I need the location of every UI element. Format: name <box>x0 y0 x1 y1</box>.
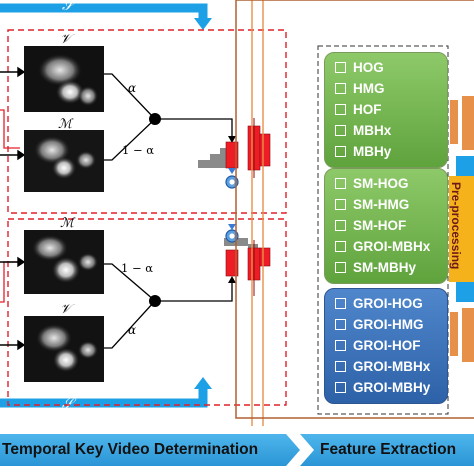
feature-sm-hog: SM-HOG <box>335 173 409 193</box>
checkbox-icon <box>335 145 346 157</box>
upper-one-minus-alpha-label: 1 − α <box>122 143 154 157</box>
side-orange-arrow-bottom <box>450 312 458 356</box>
side-orange-arrow-top <box>450 100 458 144</box>
checkbox-icon <box>335 360 346 372</box>
lower-left-red-line <box>0 261 20 303</box>
upper-sum-node <box>149 113 161 125</box>
top-s-arrow: 𝒮 <box>0 0 212 30</box>
thumb-v-top <box>24 46 104 112</box>
feature-sm-mbhy: SM-MBHy <box>335 257 416 277</box>
feature-bottom-banner <box>300 434 474 466</box>
checkbox-icon <box>335 177 346 189</box>
temporal-section-label: Temporal Key Video Determination <box>2 441 259 458</box>
lower-alpha-label: α <box>128 323 136 337</box>
checkbox-icon <box>335 240 346 252</box>
feature-hog: HOG <box>335 57 384 77</box>
upper-histogram <box>198 118 271 178</box>
m-bottom-symbol: ℳ <box>60 216 76 231</box>
lower-histogram <box>224 238 271 296</box>
feature-groi-hog: GROI-HOG <box>335 293 423 313</box>
lower-sum-node <box>149 295 161 307</box>
side-cyan-bottom <box>456 282 474 302</box>
upper-combination-lines <box>104 73 233 161</box>
checkbox-icon <box>335 61 346 73</box>
checkbox-icon <box>335 297 346 309</box>
lower-combination-lines <box>104 263 233 349</box>
feature-hof: HOF <box>335 99 382 119</box>
upper-dashed-box <box>7 29 287 214</box>
feature-groi-hmg: GROI-HMG <box>335 314 424 334</box>
preprocessing-label: Pre-processing <box>449 182 463 270</box>
basic-features-panel: HOG HMG HOF MBHx MBHy <box>324 52 448 168</box>
side-preprocessing-bar <box>449 176 474 282</box>
feature-groi-hof: GROI-HOF <box>335 335 421 355</box>
checkbox-icon <box>335 318 346 330</box>
temporal-bottom-banner <box>0 434 300 466</box>
checkbox-icon <box>335 103 346 115</box>
feature-mbhx: MBHx <box>335 120 391 140</box>
feature-groi-mbhy: GROI-MBHy <box>335 377 430 397</box>
lower-dashed-box <box>7 218 287 406</box>
sm-features-panel: SM-HOG SM-HMG SM-HOF GROI-MBHx SM-MBHy <box>324 168 448 284</box>
feature-sm-hof: SM-HOF <box>335 215 406 235</box>
feature-section-label: Feature Extraction <box>320 441 457 458</box>
preprocessing-label-container: Pre-processing <box>449 180 465 280</box>
feature-sm-hmg: SM-HMG <box>335 194 409 214</box>
groi-features-panel: GROI-HOG GROI-HMG GROI-HOF GROI-MBHx GRO… <box>324 288 448 404</box>
checkbox-icon <box>335 82 346 94</box>
m-top-symbol: ℳ <box>58 117 74 132</box>
feature-groups-frame <box>317 45 449 415</box>
feature-groi-mbhx: GROI-MBHx <box>335 356 430 376</box>
feature-groi-mbhx-sm: GROI-MBHx <box>335 236 430 256</box>
checkbox-icon <box>335 219 346 231</box>
checkbox-icon <box>335 381 346 393</box>
thumb-v-bottom <box>24 316 104 382</box>
checkbox-icon <box>335 339 346 351</box>
thumb-m-bottom <box>24 230 104 294</box>
input-arrows <box>0 66 26 351</box>
lower-medal-icon <box>225 224 239 243</box>
feature-hmg: HMG <box>335 78 385 98</box>
side-cyan-top <box>456 156 474 176</box>
feature-mbhy: MBHy <box>335 141 391 161</box>
v-top-symbol: 𝒱 <box>60 32 75 47</box>
feature-frame <box>235 0 474 419</box>
upper-left-red-line <box>0 109 20 149</box>
thumb-m-top <box>24 130 104 192</box>
upper-alpha-label: α <box>128 81 136 95</box>
checkbox-icon <box>335 124 346 136</box>
lower-one-minus-alpha-label: 1 − α <box>121 261 153 275</box>
checkbox-icon <box>335 261 346 273</box>
bottom-s-arrow: 𝒮 <box>0 377 212 412</box>
checkbox-icon <box>335 198 346 210</box>
orange-feature-lines <box>251 0 264 426</box>
upper-medal-icon <box>225 168 239 189</box>
v-bottom-symbol: 𝒱 <box>60 302 75 317</box>
